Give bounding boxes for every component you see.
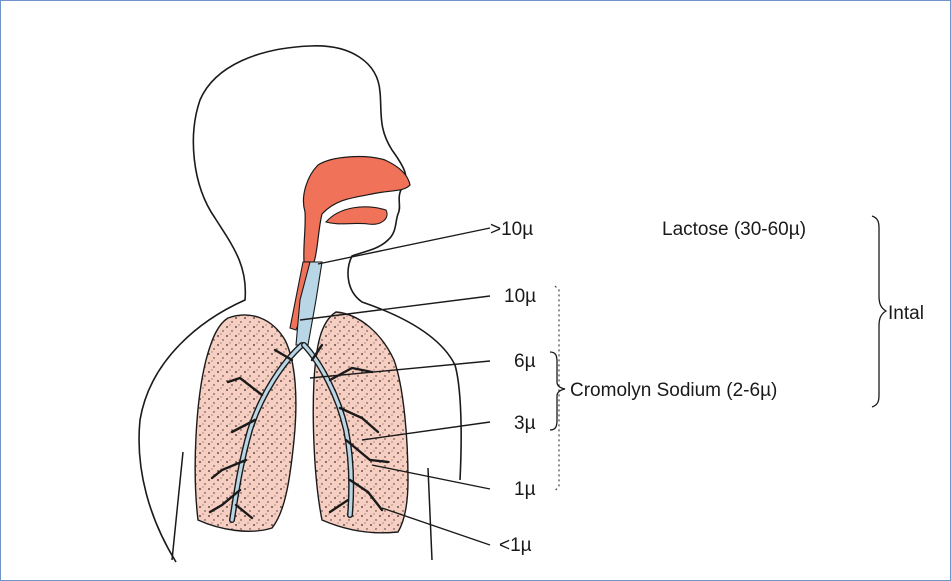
cromolyn-bracket bbox=[550, 352, 565, 430]
leader-10 bbox=[300, 296, 490, 320]
arm-line-left bbox=[172, 452, 183, 560]
respirable-range-bracket bbox=[555, 286, 559, 491]
cromolyn-label: Cromolyn Sodium (2-6µ) bbox=[570, 380, 777, 401]
size-label-1: 1µ bbox=[514, 479, 536, 500]
right-lung-stipple bbox=[313, 312, 408, 533]
size-label-3: 3µ bbox=[514, 413, 536, 434]
lactose-label: Lactose (30-60µ) bbox=[662, 219, 806, 240]
left-lung-stipple bbox=[195, 315, 296, 531]
size-label-10: 10µ bbox=[504, 286, 536, 307]
arm-line-right bbox=[428, 468, 432, 560]
intal-label: Intal bbox=[888, 303, 924, 324]
trachea bbox=[296, 262, 322, 345]
oral-cavity bbox=[326, 207, 387, 224]
size-label-gt10: >10µ bbox=[490, 219, 533, 240]
size-label-6: 6µ bbox=[514, 351, 536, 372]
size-label-lt1: <1µ bbox=[499, 535, 532, 556]
intal-brace bbox=[872, 216, 886, 407]
leader-gt10 bbox=[318, 228, 490, 264]
